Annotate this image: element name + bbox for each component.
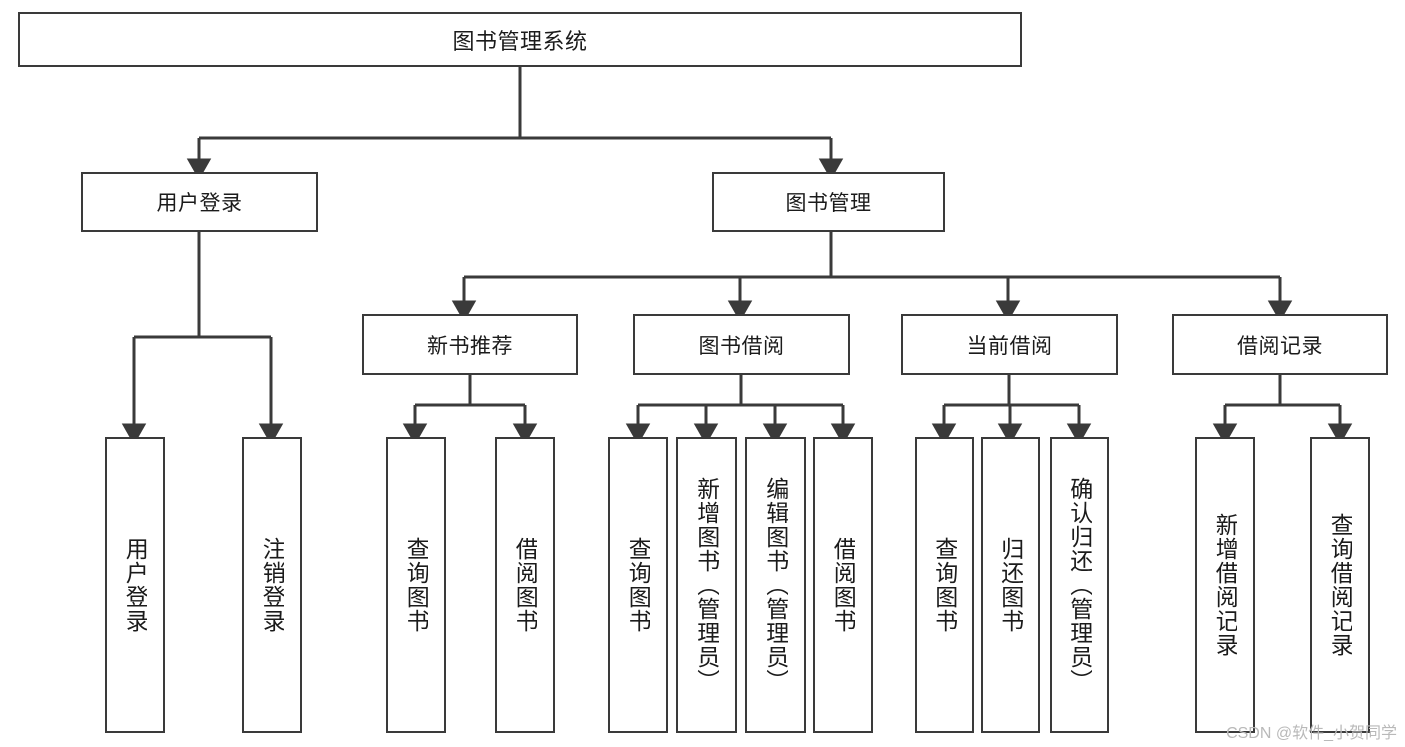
node-label: 新书推荐 xyxy=(427,334,513,358)
node-book-management[interactable]: 图书管理 xyxy=(712,172,945,232)
node-label: 图书管理系统 xyxy=(452,28,588,54)
node-root-book-management-system[interactable]: 图书管理系统 xyxy=(18,12,1022,67)
node-leaf-borrow-book-1[interactable]: 借阅图书 xyxy=(495,437,555,733)
node-book-borrow[interactable]: 图书借阅 xyxy=(633,314,850,375)
node-label: 查询图书 xyxy=(625,537,651,633)
node-label: 新增图书（管理员） xyxy=(694,477,719,693)
node-new-book-recommend[interactable]: 新书推荐 xyxy=(362,314,578,375)
node-label: 查询图书 xyxy=(932,537,957,633)
node-leaf-add-record[interactable]: 新增借阅记录 xyxy=(1195,437,1255,733)
node-leaf-borrow-book-2[interactable]: 借阅图书 xyxy=(813,437,873,733)
node-borrow-record[interactable]: 借阅记录 xyxy=(1172,314,1388,375)
node-label: 借阅记录 xyxy=(1237,334,1323,358)
node-leaf-add-book[interactable]: 新增图书（管理员） xyxy=(676,437,737,733)
node-leaf-query-book-2[interactable]: 查询图书 xyxy=(608,437,668,733)
node-leaf-query-record[interactable]: 查询借阅记录 xyxy=(1310,437,1370,733)
node-leaf-edit-book[interactable]: 编辑图书（管理员） xyxy=(745,437,806,733)
node-current-borrow[interactable]: 当前借阅 xyxy=(901,314,1118,375)
node-label: 借阅图书 xyxy=(830,537,856,633)
node-label: 归还图书 xyxy=(998,537,1023,633)
node-label: 确认归还（管理员） xyxy=(1067,477,1092,693)
node-leaf-query-book-3[interactable]: 查询图书 xyxy=(915,437,974,733)
node-leaf-return-book[interactable]: 归还图书 xyxy=(981,437,1040,733)
node-label: 查询借阅记录 xyxy=(1327,513,1353,657)
node-label: 用户登录 xyxy=(122,537,148,633)
node-leaf-user-login[interactable]: 用户登录 xyxy=(105,437,165,733)
node-label: 当前借阅 xyxy=(966,334,1053,358)
node-label: 图书管理 xyxy=(785,192,872,215)
node-label: 新增借阅记录 xyxy=(1212,513,1238,657)
node-label: 借阅图书 xyxy=(512,537,538,633)
node-label: 用户登录 xyxy=(156,192,243,215)
node-label: 查询图书 xyxy=(403,537,429,633)
node-leaf-query-book-1[interactable]: 查询图书 xyxy=(386,437,446,733)
node-user-login[interactable]: 用户登录 xyxy=(81,172,318,232)
node-label: 图书借阅 xyxy=(698,334,785,358)
node-label: 注销登录 xyxy=(259,537,285,633)
node-leaf-confirm-return[interactable]: 确认归还（管理员） xyxy=(1050,437,1109,733)
node-label: 编辑图书（管理员） xyxy=(763,477,788,693)
node-leaf-logout-login[interactable]: 注销登录 xyxy=(242,437,302,733)
